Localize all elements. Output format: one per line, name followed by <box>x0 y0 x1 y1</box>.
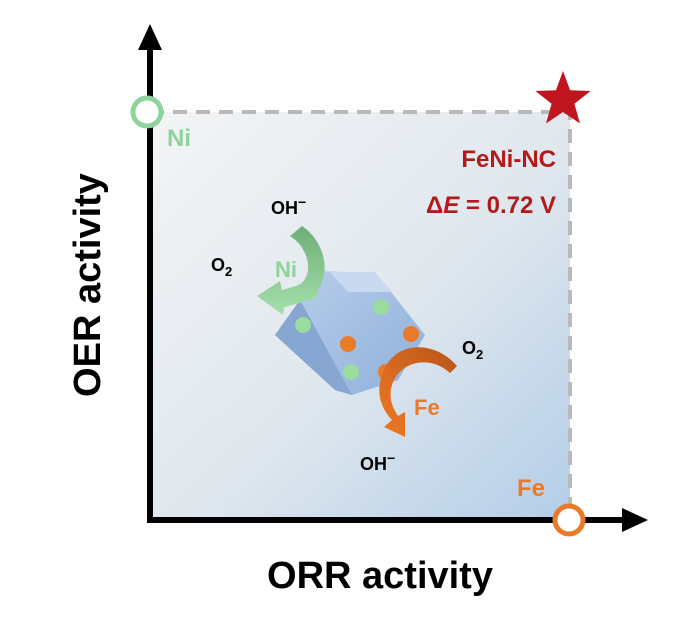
crystal-facet <box>330 272 392 292</box>
ni-reaction-arrow <box>257 226 325 315</box>
y-axis-arrowhead <box>138 24 162 50</box>
catalyst-name: FeNi-NC <box>461 146 556 173</box>
ni-corner-label: Ni <box>167 125 191 152</box>
fe-product-label: OH− <box>360 450 395 474</box>
fe-corner-label: Fe <box>517 475 545 502</box>
crystal-shade <box>275 300 352 395</box>
fe-site <box>403 326 419 342</box>
fe-corner-marker <box>552 503 586 537</box>
ni-site <box>373 299 389 315</box>
x-axis-label: ORR activity <box>267 555 493 597</box>
ni-site <box>343 364 359 380</box>
delta-e-label: ΔE = 0.72 V <box>426 192 556 219</box>
delta-symbol: Δ <box>426 192 443 219</box>
delta-e-value: = 0.72 V <box>459 192 556 219</box>
ni-metal-label: Ni <box>275 257 297 282</box>
x-axis-arrowhead <box>622 508 648 532</box>
x-axis <box>147 508 648 532</box>
fe-reactant-label: O2 <box>462 338 483 362</box>
ni-product-label: O2 <box>211 255 232 279</box>
delta-e-variable: E <box>443 192 460 219</box>
fe-site <box>340 336 356 352</box>
fe-reaction-arrow <box>379 347 457 437</box>
ni-site <box>295 317 311 333</box>
y-axis-label: OER activity <box>67 173 109 397</box>
star-icon <box>535 71 591 124</box>
fe-metal-label: Fe <box>414 395 440 420</box>
ni-corner-marker <box>130 95 164 129</box>
ni-reactant-label: OH− <box>271 194 306 218</box>
